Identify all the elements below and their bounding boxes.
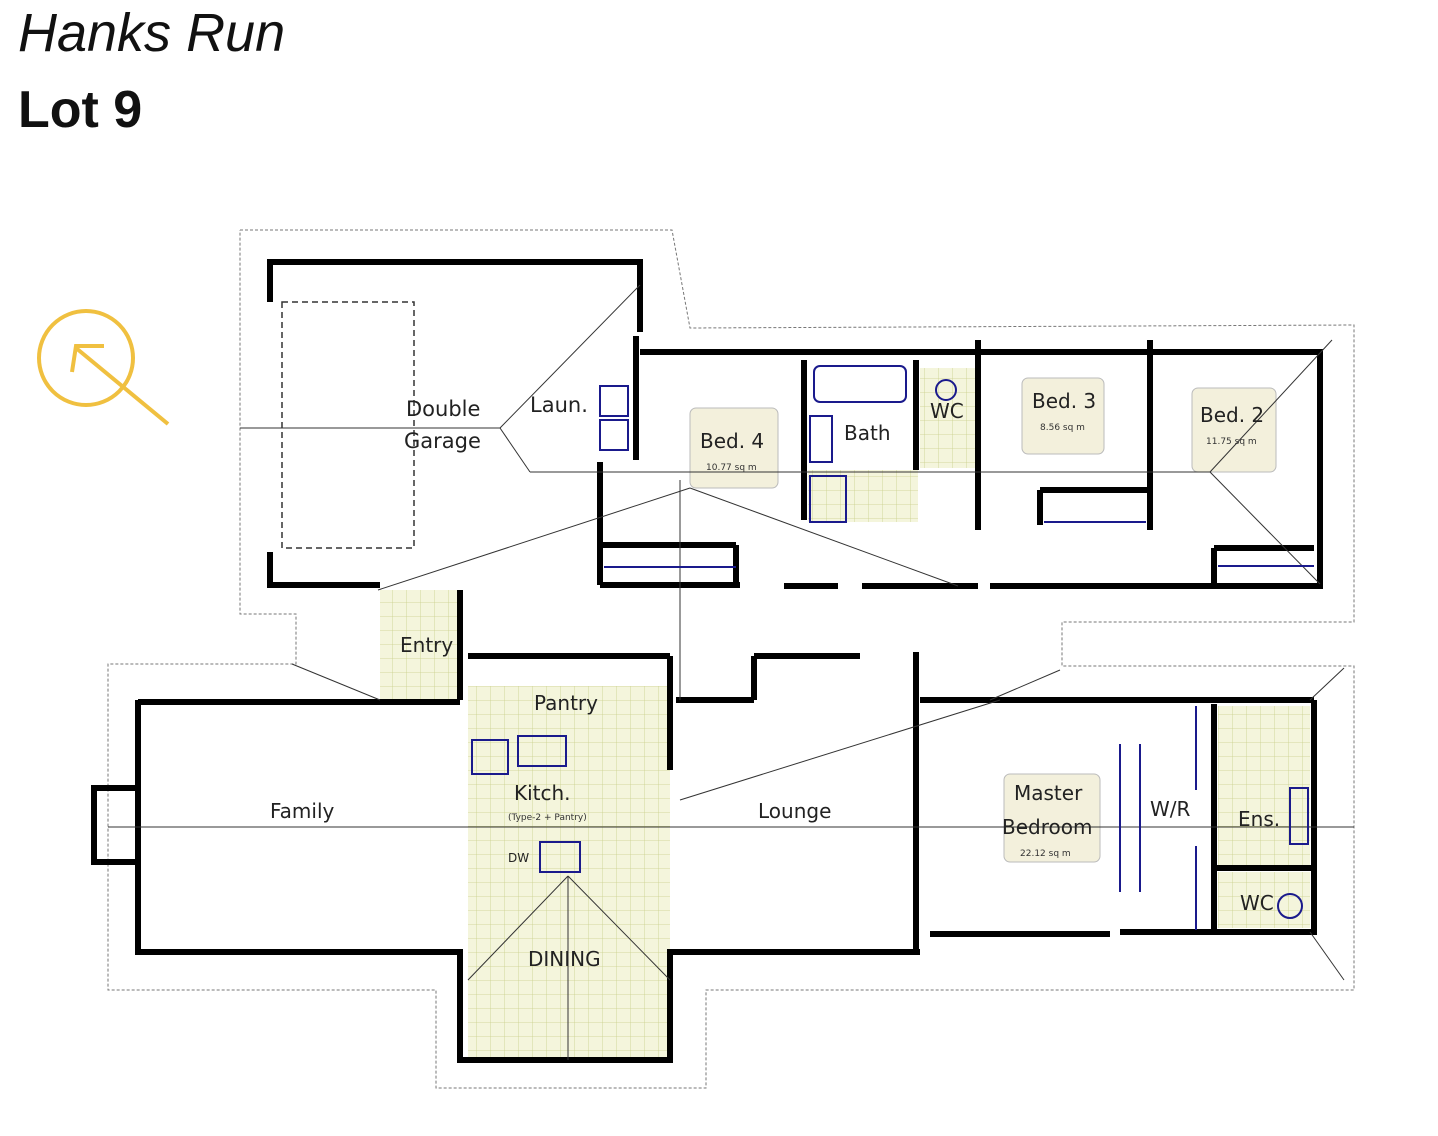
room-label-laundry: Laun. [530, 393, 588, 417]
room-label-master: Master [1014, 781, 1083, 805]
room-label-pantry: Pantry [534, 691, 598, 715]
room-area-master: 22.12 sq m [1020, 849, 1071, 859]
room-area-bed4: 10.77 sq m [706, 463, 757, 473]
dishwasher-label: DW [508, 851, 529, 865]
estate-title: Hanks Run [18, 3, 286, 63]
room-label-double: Double [406, 397, 480, 421]
room-label-bath: Bath [844, 421, 891, 445]
room-label-garage: Garage [404, 429, 481, 453]
room-label-wc-lower: WC [1240, 891, 1274, 915]
lot-number: Lot 9 [18, 81, 143, 139]
bed-furniture [689, 377, 1277, 863]
fixtures [471, 365, 1314, 930]
room-label-bed3: Bed. 3 [1032, 389, 1096, 413]
roof-lines [108, 284, 1354, 1060]
room-label-bed4: Bed. 4 [700, 429, 764, 453]
room-label-walk-in-robe: W/R [1150, 797, 1191, 821]
room-label-ensuite: Ens. [1238, 807, 1280, 831]
room-note-kitchen: (Type-2 + Pantry) [508, 813, 587, 823]
room-label-wc-upper: WC [930, 399, 964, 423]
room-label-family: Family [270, 799, 335, 823]
north-arrow-icon [37, 309, 170, 426]
room-label-dining: DINING [528, 947, 601, 971]
room-label-entry: Entry [400, 633, 453, 657]
room-area-bed2: 11.75 sq m [1206, 437, 1257, 447]
eave-outline [107, 229, 1355, 1089]
walls [91, 259, 1323, 1063]
room-label-bedroom: Bedroom [1002, 815, 1092, 839]
garage-parking-outline [281, 301, 415, 549]
room-label-bed2: Bed. 2 [1200, 403, 1264, 427]
room-area-bed3: 8.56 sq m [1040, 423, 1085, 433]
room-label-kitchen: Kitch. [514, 781, 571, 805]
room-labels: Double Garage Laun. Bed. 4 10.77 sq m Ba… [270, 389, 1280, 971]
room-label-lounge: Lounge [758, 799, 831, 823]
